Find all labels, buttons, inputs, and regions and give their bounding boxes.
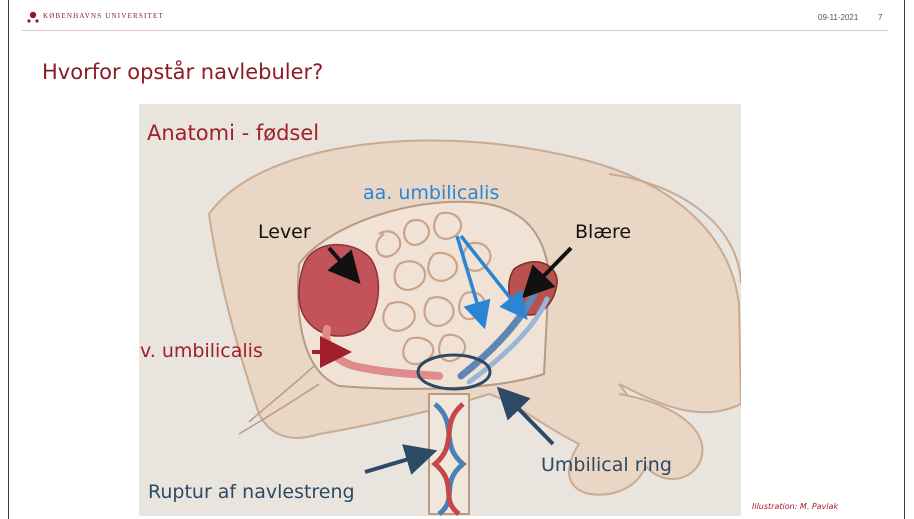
umbilical-cord-drawing (429, 394, 469, 514)
illustration-credit: Illustration: M. Pavlak (752, 502, 838, 511)
slide-number: 7 (878, 13, 882, 22)
university-name: KØBENHAVNS UNIVERSITET (43, 12, 164, 20)
slide-frame-left (8, 0, 9, 519)
label-v-umbilicalis: v. umbilicalis (140, 340, 263, 362)
slide-date: 09-11-2021 (818, 13, 858, 22)
slide-frame-right (904, 0, 905, 519)
university-logo-icon (26, 10, 40, 24)
label-aa-umbilicalis: aa. umbilicalis (363, 182, 499, 204)
label-anatomi: Anatomi - fødsel (147, 121, 319, 145)
slide-title: Hvorfor opstår navlebuler? (42, 60, 323, 84)
label-blaere: Blære (575, 221, 631, 243)
label-umbilical-ring: Umbilical ring (541, 454, 672, 476)
label-lever: Lever (258, 221, 311, 243)
label-ruptur: Ruptur af navlestreng (148, 481, 355, 503)
header-divider (22, 30, 888, 31)
